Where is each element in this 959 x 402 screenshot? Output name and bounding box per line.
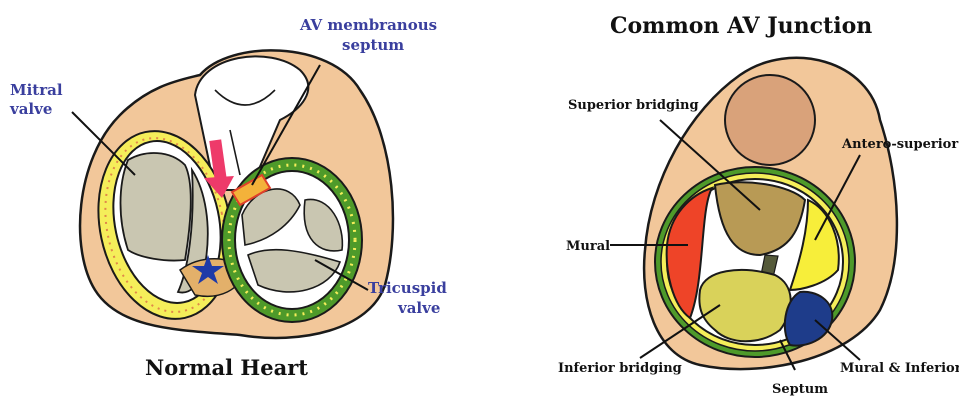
normal-heart-figure: Mitral valve AV membranous septum Tricus…: [9, 16, 447, 380]
common-av-junction-figure: Common AV Junction Superior bridging Ant…: [558, 13, 959, 397]
aorta-circle: [725, 75, 815, 165]
normal-heart-caption: Normal Heart: [145, 355, 308, 380]
tricuspid-label-line2: valve: [397, 299, 440, 317]
av-septum-label-line2: septum: [342, 36, 404, 54]
superior-bridging-label: Superior bridging: [568, 98, 699, 113]
tricuspid-label-line1: Tricuspid: [368, 279, 447, 297]
septum-label: Septum: [772, 382, 828, 397]
mural-inferior-label: Mural & Inferior: [840, 361, 959, 376]
inferior-bridging-label: Inferior bridging: [558, 361, 682, 376]
mural-label: Mural: [566, 239, 610, 254]
mitral-leaflet-anterior: [121, 153, 191, 260]
antero-superior-label: Antero-superior: [841, 137, 958, 152]
mitral-label-line2: valve: [9, 100, 52, 118]
mitral-label-line1: Mitral: [10, 81, 63, 99]
av-septum-label-line1: AV membranous: [299, 16, 437, 34]
common-av-title: Common AV Junction: [610, 13, 872, 39]
